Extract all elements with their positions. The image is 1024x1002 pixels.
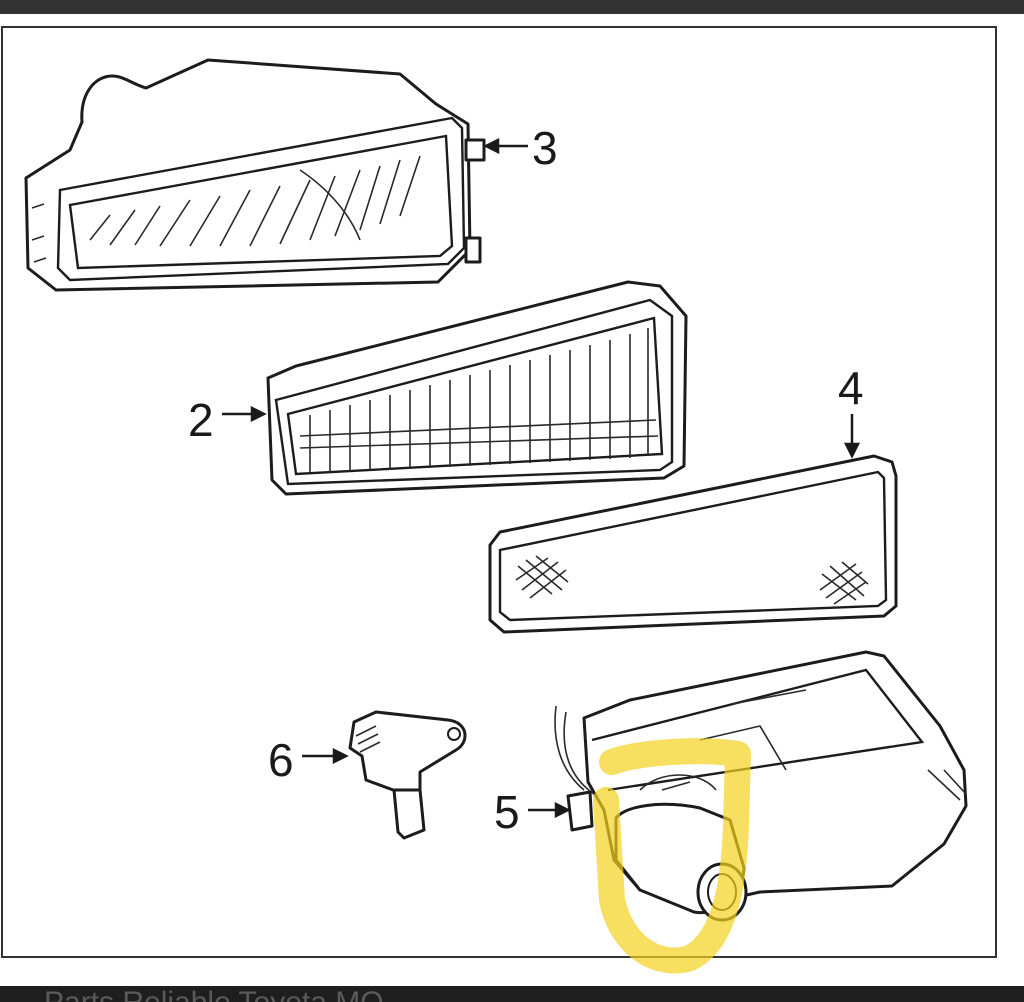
diagram-frame: 3 2 4 6 5 (0, 14, 1024, 986)
callout-6: 6 (268, 734, 294, 786)
parts-diagram: 3 2 4 6 5 (1, 26, 997, 974)
callout-4: 4 (838, 362, 864, 414)
callout-5: 5 (494, 786, 520, 838)
callout-3: 3 (532, 122, 558, 174)
footer-strip: Parts Reliable Toyota MO (0, 986, 1024, 1002)
air-cleaner-case-part (554, 650, 968, 922)
air-filter-element-part (266, 280, 688, 496)
gasket-part (488, 454, 898, 634)
airflow-sensor-part (348, 710, 467, 840)
callout-2: 2 (188, 394, 214, 446)
callout-arrows (222, 137, 861, 819)
highlight-stroke (593, 738, 751, 974)
air-cleaner-cap-part (24, 58, 486, 292)
footer-text: Parts Reliable Toyota MO (44, 988, 384, 1002)
top-bar (0, 0, 1024, 14)
